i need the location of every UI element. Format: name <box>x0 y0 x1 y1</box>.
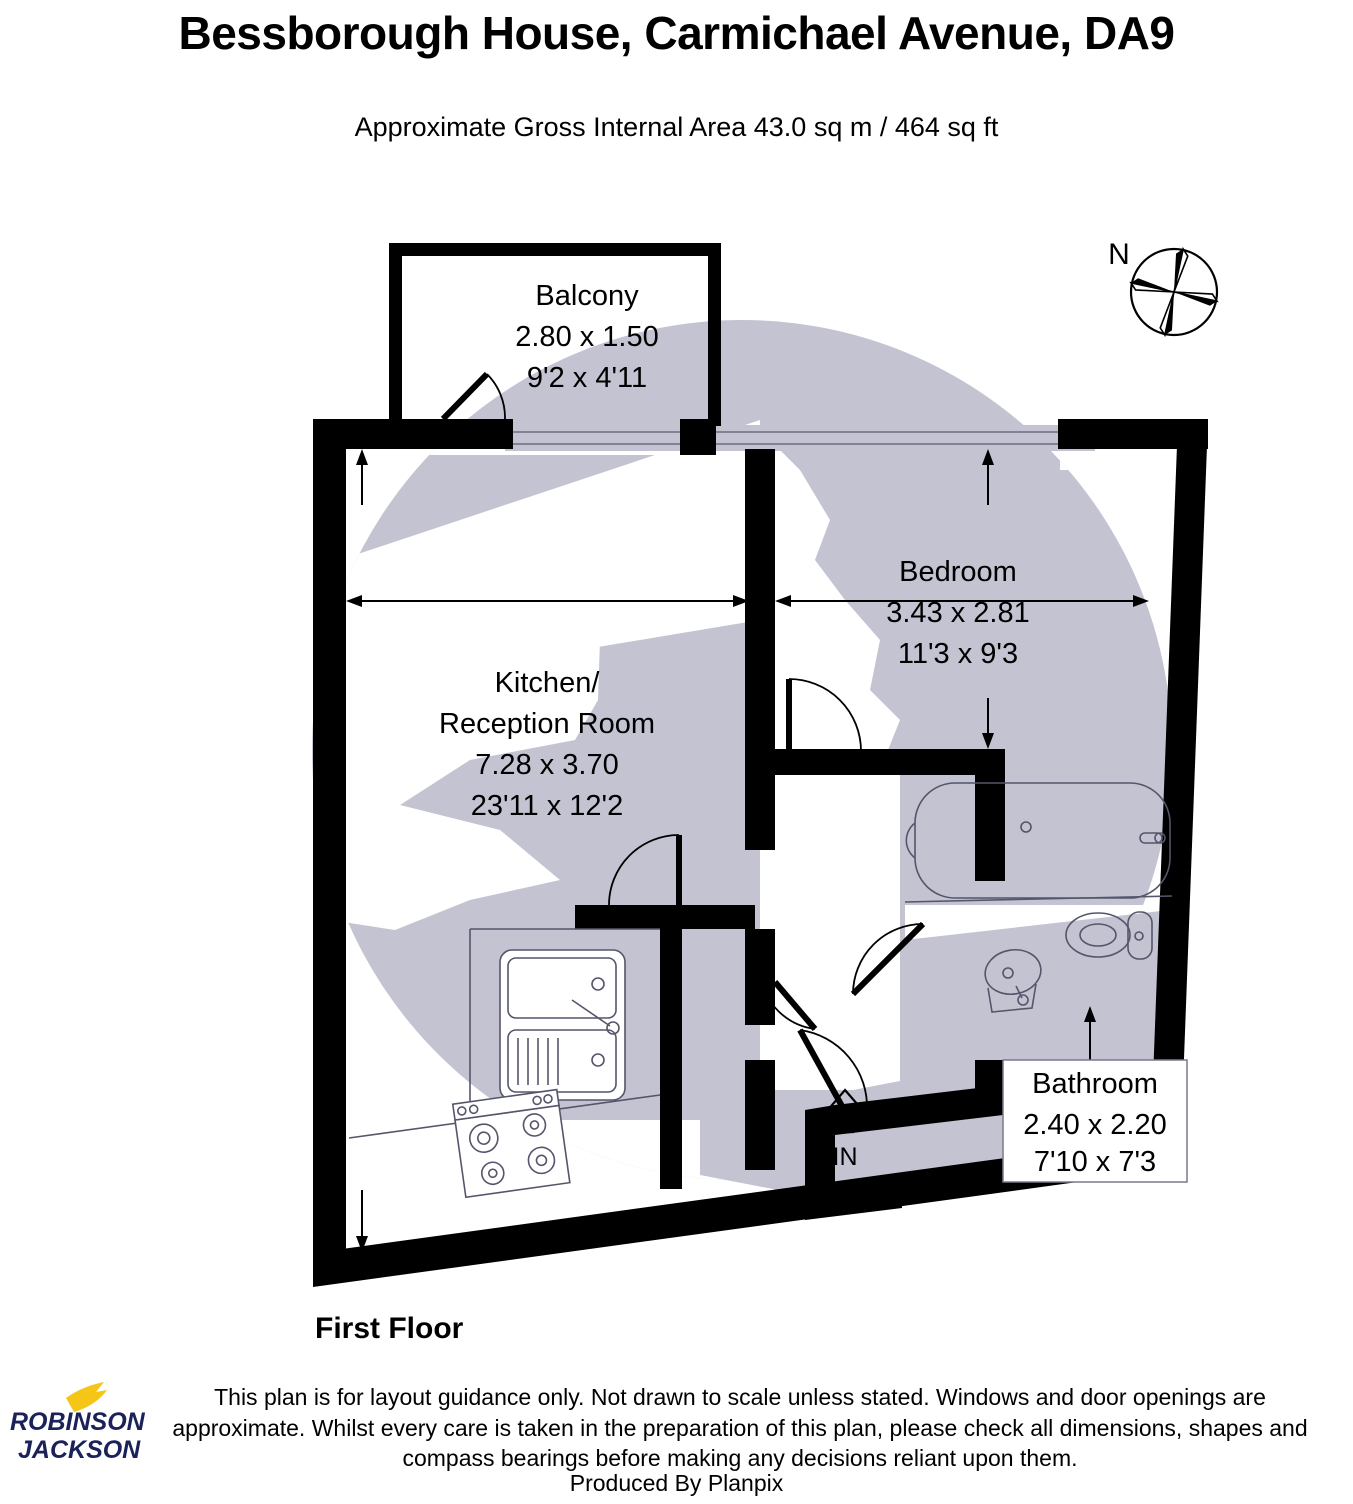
gross-internal-area: Approximate Gross Internal Area 43.0 sq … <box>354 112 999 142</box>
balcony-metric: 2.80 x 1.50 <box>515 321 659 353</box>
logo-line-1: ROBINSON <box>10 1408 146 1436</box>
bedroom-name: Bedroom <box>899 556 1017 588</box>
kitchen-fixtures <box>348 928 661 1199</box>
page-title: Bessborough House, Carmichael Avenue, DA… <box>178 7 1175 59</box>
logo-swoosh-icon <box>66 1382 107 1412</box>
room-label-bedroom: Bedroom 3.43 x 2.81 11'3 x 9'3 <box>886 556 1030 670</box>
compass-rose: N <box>1108 238 1219 338</box>
entry-marker: IN <box>823 1088 867 1171</box>
bathroom-name: Bathroom <box>1032 1068 1158 1100</box>
toilet-icon <box>1065 911 1153 960</box>
kitchen-name-2: Reception Room <box>439 708 655 740</box>
producer-text: Produced By Planpix <box>569 1470 784 1496</box>
compass-north-label: N <box>1108 238 1130 271</box>
sink-basin-icon <box>984 948 1042 1013</box>
disclaimer-text: This plan is for layout guidance only. N… <box>172 1384 1308 1472</box>
room-label-balcony: Balcony 2.80 x 1.50 9'2 x 4'11 <box>515 280 659 394</box>
room-label-bathroom: Bathroom 2.40 x 2.20 7'10 x 7'3 <box>1002 1059 1188 1183</box>
entry-label: IN <box>833 1143 858 1171</box>
window-openings <box>505 425 1095 451</box>
bathroom-metric: 2.40 x 2.20 <box>1023 1109 1167 1141</box>
up-arrow-icon <box>823 1088 867 1134</box>
robinson-jackson-logo: ROBINSON JACKSON <box>10 1382 146 1464</box>
floor-label: First Floor <box>315 1312 464 1345</box>
bathroom-fixtures <box>904 782 1173 1013</box>
interior-walls <box>575 449 1005 1220</box>
bedroom-metric: 3.43 x 2.81 <box>886 597 1030 629</box>
logo-line-2: JACKSON <box>18 1436 141 1464</box>
bedroom-imperial: 11'3 x 9'3 <box>898 638 1018 670</box>
floorplan-drawing: Balcony 2.80 x 1.50 9'2 x 4'11 Kitchen/ … <box>312 238 1219 1287</box>
dimension-arrows <box>346 449 1149 1252</box>
kitchen-name-1: Kitchen/ <box>495 667 601 699</box>
kitchen-metric: 7.28 x 3.70 <box>475 749 619 781</box>
kitchen-imperial: 23'11 x 12'2 <box>471 790 623 822</box>
exterior-walls <box>313 419 1208 1287</box>
bathtub-icon <box>905 782 1171 899</box>
room-label-kitchen-reception: Kitchen/ Reception Room 7.28 x 3.70 23'1… <box>439 667 655 822</box>
doors <box>440 371 926 1111</box>
compass-star-icon <box>1129 246 1219 338</box>
balcony-name: Balcony <box>535 280 639 312</box>
balcony-imperial: 9'2 x 4'11 <box>527 362 647 394</box>
balcony-walls <box>389 243 721 426</box>
kitchen-hob-icon <box>451 1088 571 1199</box>
kitchen-sink-icon <box>499 949 626 1101</box>
bathroom-imperial: 7'10 x 7'3 <box>1034 1146 1156 1178</box>
